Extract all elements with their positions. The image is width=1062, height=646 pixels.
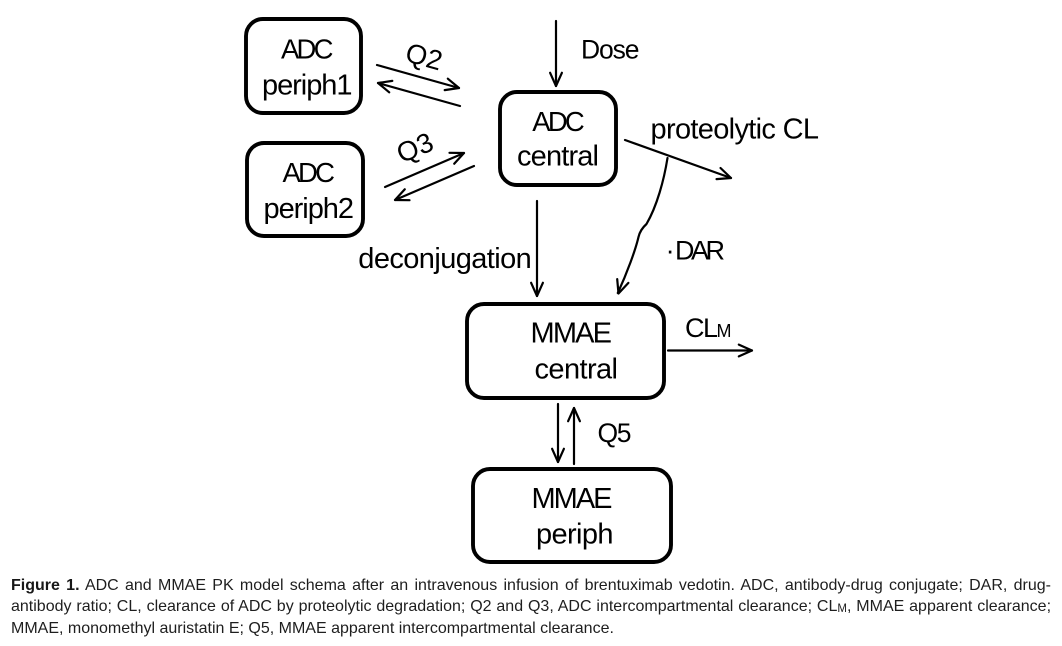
svg-text:MMAE: MMAE	[532, 483, 613, 515]
svg-text:Q3: Q3	[392, 126, 438, 169]
svg-text:ADC: ADC	[532, 106, 585, 137]
svg-text:central: central	[517, 140, 599, 172]
svg-text:Q5: Q5	[598, 418, 632, 448]
svg-text:central: central	[535, 354, 619, 386]
svg-text:MMAE: MMAE	[531, 318, 613, 350]
svg-text:deconjugation: deconjugation	[358, 243, 532, 275]
svg-text:ADC: ADC	[281, 34, 334, 65]
svg-text:periph2: periph2	[264, 193, 355, 225]
svg-text:ADC: ADC	[283, 157, 336, 188]
svg-text:Q2: Q2	[402, 37, 446, 77]
svg-text:Dose: Dose	[581, 35, 640, 65]
svg-text:periph1: periph1	[262, 70, 353, 102]
svg-text:DAR: DAR	[675, 236, 725, 266]
svg-text:proteolytic CL: proteolytic CL	[651, 114, 820, 146]
svg-text:CL: CL	[685, 313, 718, 343]
svg-text:·: ·	[666, 236, 675, 266]
svg-text:M: M	[717, 321, 732, 341]
svg-text:periph: periph	[536, 519, 614, 551]
